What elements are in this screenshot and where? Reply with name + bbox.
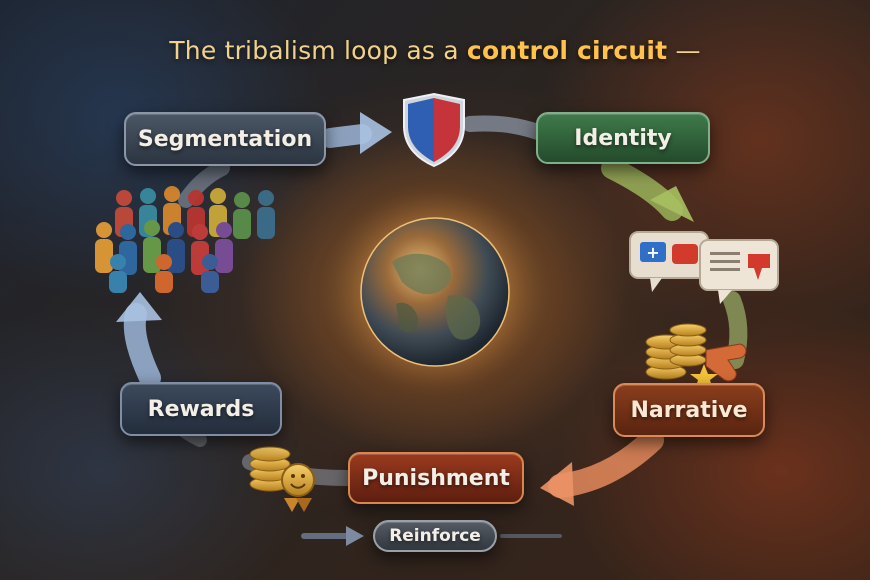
arrowhead-segmentation: [360, 112, 392, 154]
node-narrative-label: Narrative: [630, 397, 748, 423]
globe-icon: [315, 170, 555, 410]
arrowhead-identity: [650, 186, 694, 222]
svg-text:+: +: [646, 243, 659, 262]
node-identity: Identity: [536, 112, 710, 164]
arrow-segmentation-to-shield: [320, 124, 372, 148]
speech-bubbles-icon: +: [629, 231, 779, 304]
node-punishment: Punishment: [348, 452, 524, 504]
arrow-rewards-to-segmentation: [123, 303, 161, 389]
node-punishment-label: Punishment: [362, 465, 510, 491]
node-reinforce: Reinforce: [373, 520, 497, 552]
node-reinforce-label: Reinforce: [389, 526, 481, 546]
shield-icon: [403, 92, 465, 168]
arrow-narrative-to-punishment: [548, 428, 664, 498]
smiley-medal-icon: [249, 446, 315, 512]
pointing-hand-icon: [705, 343, 747, 382]
arrowhead-narrative: [540, 462, 574, 506]
node-segmentation-label: Segmentation: [137, 126, 313, 152]
arrow-shield-to-identity: [462, 115, 546, 140]
crowd-icon: [95, 186, 275, 293]
node-rewards-label: Rewards: [147, 396, 255, 422]
node-narrative: Narrative: [613, 383, 765, 437]
diagram-title: The tribalism loop as a control circuit …: [0, 36, 870, 65]
title-emphasis: control circuit: [466, 36, 668, 65]
arrowhead-reinforce: [346, 526, 364, 546]
title-prefix: The tribalism loop as a: [169, 36, 467, 65]
loop-arrows: [116, 112, 748, 546]
title-suffix: —: [667, 36, 701, 65]
node-rewards: Rewards: [120, 382, 282, 436]
node-identity-label: Identity: [574, 125, 672, 151]
arrowhead-rewards: [116, 292, 162, 322]
coin-stack-icon: [645, 323, 747, 390]
node-segmentation: Segmentation: [124, 112, 326, 166]
